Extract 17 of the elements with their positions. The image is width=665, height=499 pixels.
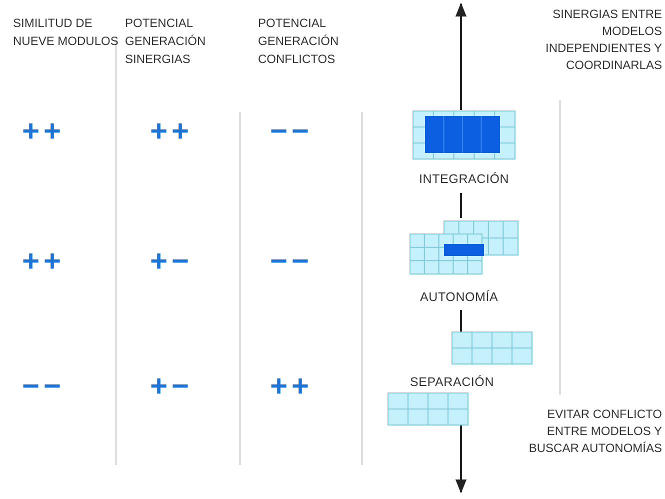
note-text: EVITAR CONFLICTO ENTRE MODELOS Y BUSCAR AUTONOMÍAS xyxy=(528,406,662,457)
rating-symbols: +− xyxy=(150,372,194,402)
rating-symbols: +− xyxy=(150,247,194,277)
rating-symbols: ++ xyxy=(150,117,194,147)
level-label: INTEGRACIÓN xyxy=(419,171,510,188)
note-text: SINERGIAS ENTRE MODELOS INDEPENDIENTES Y COORDINARLAS xyxy=(544,6,662,74)
column-header: POTENCIAL GENERACIÓN CONFLICTOS xyxy=(258,15,340,68)
column-header: POTENCIAL GENERACIÓN SINERGIAS xyxy=(125,15,207,68)
rating-symbols: −− xyxy=(270,247,314,277)
rating-symbols: −− xyxy=(270,117,314,147)
rating-symbols: ++ xyxy=(22,117,66,147)
rating-symbols: −− xyxy=(22,372,66,402)
level-label: AUTONOMÍA xyxy=(420,289,498,306)
rating-symbols: ++ xyxy=(22,247,66,277)
rating-symbols: ++ xyxy=(270,372,314,402)
column-header: SIMILITUD DE NUEVE MODULOS xyxy=(13,15,120,50)
level-label: SEPARACIÓN xyxy=(410,374,494,391)
